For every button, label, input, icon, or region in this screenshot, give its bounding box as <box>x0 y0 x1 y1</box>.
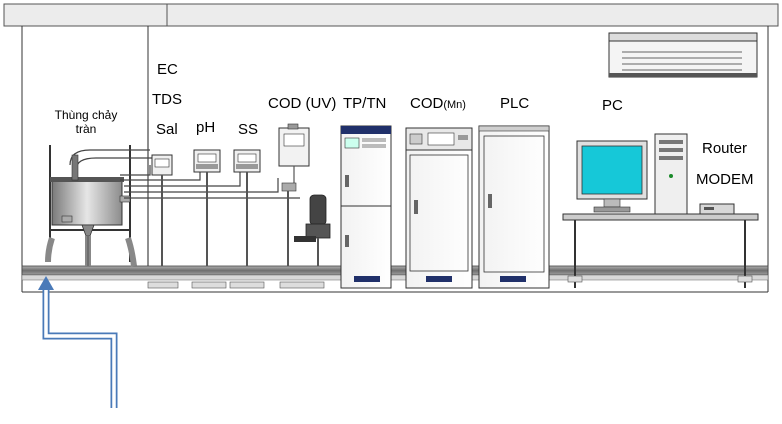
tp-tn-cabinet <box>340 125 392 289</box>
cod-mn-cabinet <box>405 127 473 289</box>
header-bar <box>3 3 779 27</box>
label-cod-subscript: (Mn) <box>443 99 466 111</box>
label-pc: PC <box>602 97 623 114</box>
label-ec: EC <box>157 61 178 78</box>
room-outline <box>21 26 769 293</box>
ec-tds-sal-analyzer <box>147 154 179 289</box>
floor-rail <box>21 265 769 281</box>
ph-analyzer <box>191 149 227 289</box>
labels: Thùng chảy tràn EC TDS Sal pH SS COD (UV… <box>55 61 754 188</box>
ss-analyzer <box>229 149 265 289</box>
inlet-pipe <box>38 276 118 408</box>
air-conditioner-unit <box>608 32 758 78</box>
label-tds: TDS <box>152 91 182 108</box>
label-tp-tn: TP/TN <box>343 95 386 112</box>
label-overflow-tank-line1: Thùng chảy <box>55 108 118 122</box>
label-sal: Sal <box>156 121 178 138</box>
label-overflow-tank-line2: tràn <box>76 122 97 136</box>
label-cod: COD <box>410 95 444 112</box>
cod-uv-analyzer <box>278 123 331 289</box>
label-router: Router <box>702 140 747 157</box>
overflow-tank <box>45 145 160 267</box>
label-modem: MODEM <box>696 171 754 188</box>
label-plc: PLC <box>500 95 529 112</box>
pc-workstation <box>562 133 759 288</box>
label-cod-mn: COD(Mn) <box>410 95 466 112</box>
plc-cabinet <box>478 125 550 289</box>
label-cod-uv: COD (UV) <box>268 95 336 112</box>
sample-piping <box>120 120 300 266</box>
label-ph: pH <box>196 119 215 136</box>
label-ss: SS <box>238 121 258 138</box>
